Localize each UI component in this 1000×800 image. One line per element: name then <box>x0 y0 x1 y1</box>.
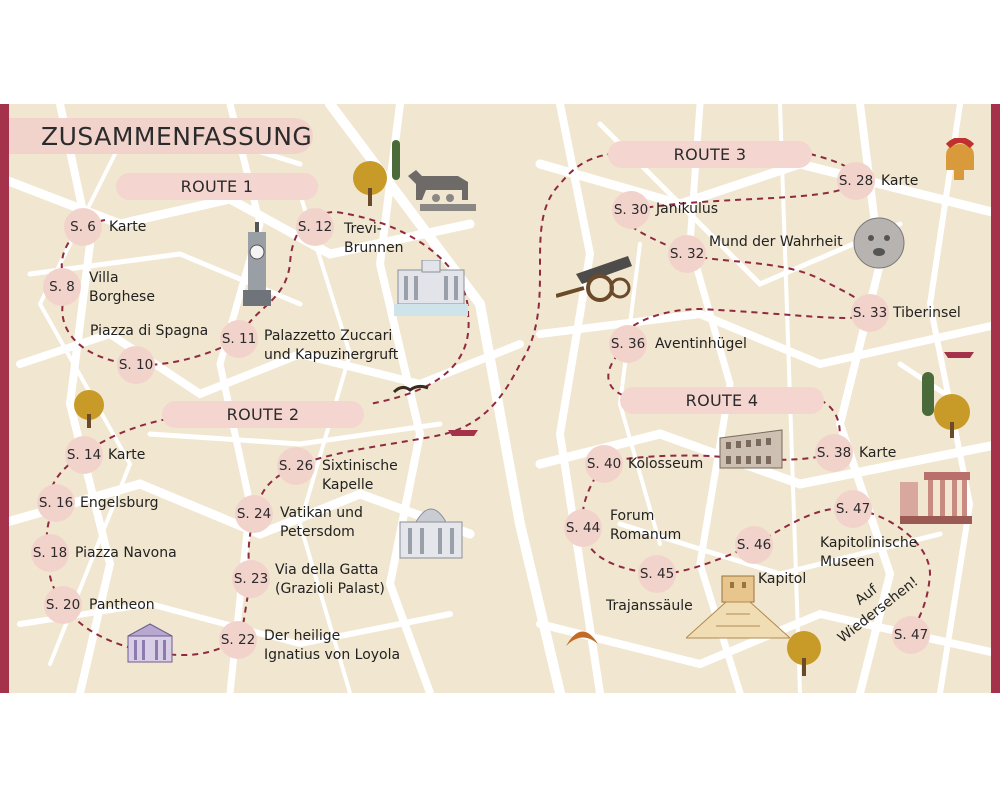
stop-badge: S. 45 <box>638 555 676 593</box>
stop-badge: S. 10 <box>117 346 155 384</box>
croissant-icon <box>566 631 598 646</box>
pantheon-icon <box>127 623 173 663</box>
stop-badge: S. 40 <box>585 445 623 483</box>
stop-badge: S. 33 <box>851 294 889 332</box>
stop-label: Aventinhügel <box>655 336 747 352</box>
stop-badge: S. 14 <box>65 436 103 474</box>
stop-badge: S. 8 <box>43 268 81 306</box>
colosseum-icon <box>719 429 783 469</box>
boat-icon <box>944 352 974 358</box>
stop-label: Via della Gatta(Grazioli Palast) <box>275 562 385 597</box>
boat-icon <box>448 430 478 436</box>
stop-label: Janikulus <box>656 201 719 217</box>
stop-badge: S. 32 <box>668 235 706 273</box>
stop-label: Tiberinsel <box>893 305 961 321</box>
stop-label: Trajanssäule <box>606 598 693 614</box>
stop-label: Karte <box>881 173 919 189</box>
stop-label: Mund der Wahrheit <box>709 234 843 250</box>
right-page-edge <box>991 104 1000 693</box>
stop-label: Kapitol <box>758 571 807 587</box>
stop-badge: S. 22 <box>219 621 257 659</box>
route-4-label: ROUTE 4 <box>620 387 824 414</box>
stop-badge: S. 26 <box>277 447 315 485</box>
she-wolf-statue-icon <box>408 170 476 211</box>
stop-label: Piazza di Spagna <box>90 323 209 339</box>
stop-badge: S. 18 <box>31 534 69 572</box>
stop-badge: S. 30 <box>612 191 650 229</box>
stop-badge: S. 46 <box>735 526 773 564</box>
stop-label: Karte <box>859 445 897 461</box>
stop-badge: S. 28 <box>837 162 875 200</box>
stop-label: Piazza Navona <box>75 545 177 561</box>
stop-badge: S. 16 <box>37 484 75 522</box>
capitol-building-icon <box>686 575 790 639</box>
stop-label: Karte <box>109 219 147 235</box>
birds-icon <box>392 384 429 394</box>
route-1-label: ROUTE 1 <box>116 173 318 200</box>
tree-icon <box>353 140 400 206</box>
roman-helmet-icon <box>945 138 975 180</box>
cannon-icon <box>556 256 632 302</box>
tree-icon <box>74 390 104 428</box>
stop-badge: S. 36 <box>609 325 647 363</box>
route-3-label: ROUTE 3 <box>608 141 812 168</box>
stop-badge: S. 12 <box>296 208 334 246</box>
clock-tower-icon <box>243 222 271 306</box>
stop-label: Kolosseum <box>628 456 704 472</box>
stop-label: Karte <box>108 447 146 463</box>
stop-badge: S. 44 <box>564 509 602 547</box>
stop-badge: S. 6 <box>64 208 102 246</box>
stop-badge: S. 20 <box>44 586 82 624</box>
stop-badge: S. 24 <box>235 495 273 533</box>
st-peters-basilica-icon <box>399 508 463 559</box>
book-spread: ZUSAMMENFASSUNG ROUTE 1 ROUTE 2 ROUTE 3 … <box>0 104 1000 693</box>
mouth-of-truth-icon <box>853 217 905 269</box>
stop-badge: S. 47 <box>834 490 872 528</box>
roman-forum-ruins-icon <box>900 472 972 524</box>
stop-label: Engelsburg <box>80 495 159 511</box>
stop-badge: S. 11 <box>220 320 258 358</box>
stop-label: Pantheon <box>89 597 155 613</box>
trevi-fountain-icon <box>394 260 468 316</box>
stop-badge: S. 23 <box>232 560 270 598</box>
route-2-label: ROUTE 2 <box>162 401 364 428</box>
left-page-edge <box>0 104 9 693</box>
page-title-banner: ZUSAMMENFASSUNG <box>9 118 313 154</box>
stop-badge: S. 38 <box>815 434 853 472</box>
stop-label: Trevi-Brunnen <box>344 221 404 256</box>
stop-badge: S. 47 <box>892 616 930 654</box>
tree-icon <box>787 631 821 676</box>
tree-icon <box>922 372 970 438</box>
page-title: ZUSAMMENFASSUNG <box>41 122 313 151</box>
